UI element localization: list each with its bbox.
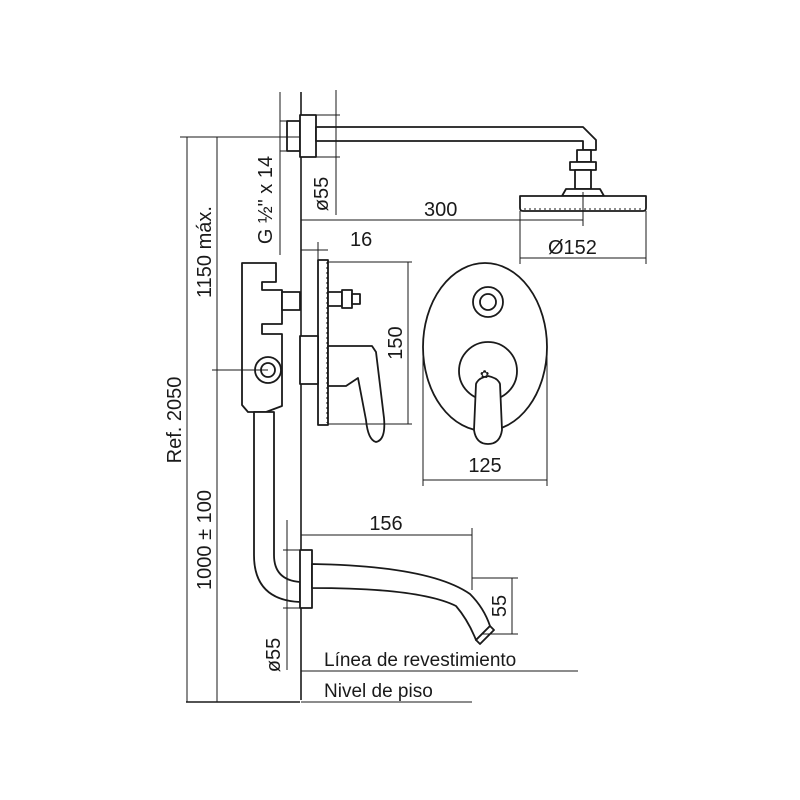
label-linea-revestimiento: Línea de revestimiento bbox=[324, 650, 516, 671]
dim-156: 156 bbox=[369, 513, 402, 535]
diverter-knob-center bbox=[479, 293, 497, 311]
dim-diam-55-top: ø55 bbox=[311, 177, 333, 211]
dim-150: 150 bbox=[385, 326, 407, 359]
diverter-knob bbox=[341, 289, 353, 309]
dim-1150-max: 1150 máx. bbox=[194, 206, 216, 298]
lever-logo-icon: ✿ bbox=[480, 368, 489, 381]
dim-thread: G ½" x 14 bbox=[255, 156, 277, 244]
lever-handle-side bbox=[327, 345, 386, 443]
spout-flange bbox=[299, 549, 313, 609]
spout-assembly bbox=[253, 411, 495, 645]
valve-body bbox=[241, 262, 283, 413]
arm-thread-stub bbox=[286, 120, 301, 152]
shower-arm bbox=[286, 114, 647, 212]
arm-nut bbox=[569, 161, 597, 171]
vertical-pipe bbox=[253, 411, 301, 603]
arm-joint bbox=[576, 149, 592, 163]
spout-tip bbox=[475, 625, 495, 645]
mixer-front-view: ✿ bbox=[422, 262, 548, 445]
dim-diam-152: Ø152 bbox=[548, 237, 597, 259]
dim-1000-tolerance: 1000 ± 100 bbox=[194, 490, 216, 590]
lever-handle-front bbox=[473, 375, 503, 445]
label-nivel-piso: Nivel de piso bbox=[324, 681, 433, 702]
diverter-knob-tip bbox=[351, 293, 361, 305]
valve-cartridge bbox=[299, 335, 319, 385]
valve-upper-fitting bbox=[281, 291, 301, 311]
diverter-stem bbox=[327, 291, 343, 307]
dim-300: 300 bbox=[424, 199, 457, 221]
spout-tube bbox=[311, 563, 491, 641]
dim-ref-2050: Ref. 2050 bbox=[164, 377, 186, 464]
arm-tube bbox=[315, 126, 597, 151]
dim-125: 125 bbox=[468, 455, 501, 477]
mixer-side-view bbox=[241, 259, 386, 443]
dim-diam-55-bottom: ø55 bbox=[263, 638, 285, 672]
dimension-lines bbox=[180, 90, 647, 702]
dimension-text: 300 Ø152 16 150 125 156 55 ø55 ø55 G ½" … bbox=[164, 156, 597, 672]
level-labels: Línea de revestimiento Nivel de piso bbox=[324, 650, 516, 702]
arm-ball bbox=[574, 169, 592, 190]
arm-wall-flange bbox=[299, 114, 317, 158]
dim-55-spout: 55 bbox=[489, 595, 511, 617]
dim-16: 16 bbox=[350, 229, 372, 251]
